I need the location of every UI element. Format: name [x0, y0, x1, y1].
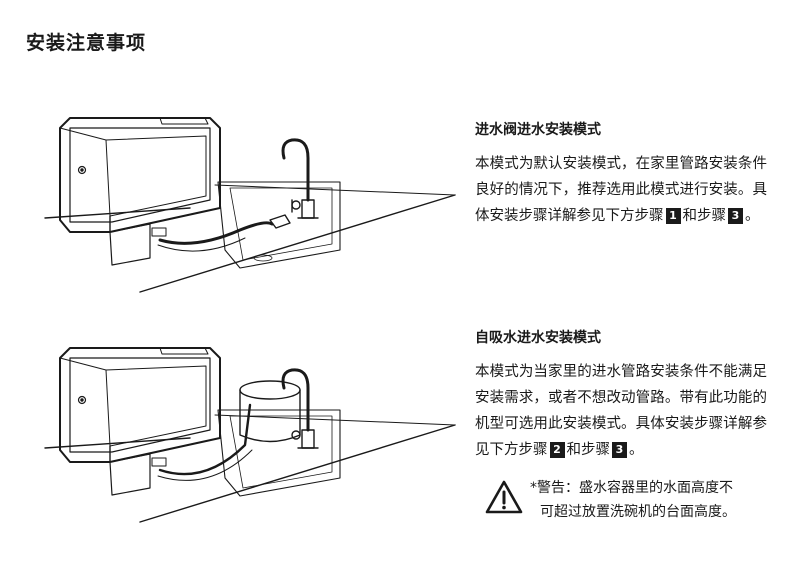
illustration-inlet-valve-install: [40, 100, 460, 300]
illustration-self-suction-install: [40, 330, 460, 530]
mode-description: 本模式为默认安装模式，在家里管路安装条件良好的情况下，推荐选用此模式进行安装。具…: [475, 151, 767, 229]
mode-title: 进水阀进水安装模式: [475, 122, 601, 138]
step-badge: 3: [612, 442, 627, 458]
mode-text: 。: [629, 442, 644, 458]
step-badge: 3: [728, 208, 743, 224]
mode-title: 自吸水进水安装模式: [475, 330, 601, 346]
page-title: 安装注意事项: [26, 32, 147, 54]
mode-text: 本模式为当家里的进水管路安装条件不能满足安装需求，或者不想改动管路。带有此功能的…: [475, 364, 767, 458]
warning-text: *警告：盛水容器里的水面高度不 可超过放置洗碗机的台面高度。: [530, 476, 785, 524]
step-badge: 2: [549, 442, 565, 458]
step-badge: 1: [665, 208, 681, 224]
mode-text: 和步骤: [566, 442, 611, 458]
mode-text: 本模式为默认安装模式，在家里管路安装条件良好的情况下，推荐选用此模式进行安装。具…: [475, 156, 767, 224]
warning-line-1: *警告：盛水容器里的水面高度不: [530, 480, 733, 496]
mode-text: 和步骤: [682, 208, 727, 224]
warning-line-2: 可超过放置洗碗机的台面高度。: [540, 504, 736, 520]
mode-description: 本模式为当家里的进水管路安装条件不能满足安装需求，或者不想改动管路。带有此功能的…: [475, 359, 767, 463]
mode-self-suction: 自吸水进水安装模式 本模式为当家里的进水管路安装条件不能满足安装需求，或者不想改…: [475, 329, 775, 463]
warning-triangle-icon: [485, 480, 523, 514]
mode-inlet-valve: 进水阀进水安装模式 本模式为默认安装模式，在家里管路安装条件良好的情况下，推荐选…: [475, 121, 775, 229]
mode-text: 。: [745, 208, 760, 224]
warning-note: *警告：盛水容器里的水面高度不 可超过放置洗碗机的台面高度。: [485, 476, 785, 526]
